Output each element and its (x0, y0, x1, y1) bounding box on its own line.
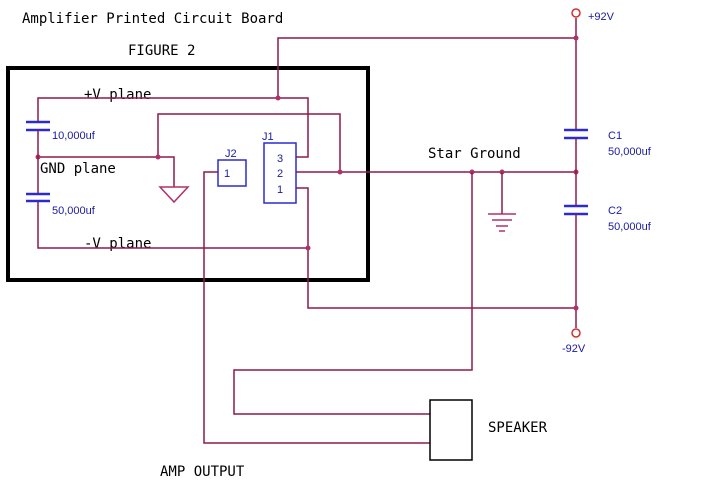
amp-output-wire (203, 171, 430, 444)
board-capacitor-bottom (26, 157, 50, 203)
figure-label: FIGURE 2 (128, 43, 195, 59)
board-ground-icon (158, 186, 190, 204)
j1-ref: J1 (262, 131, 274, 143)
j2-ref: J2 (225, 148, 237, 160)
j1-connector (263, 142, 297, 204)
j1-pin-1: 1 (277, 184, 283, 196)
star-ground-icon (488, 172, 516, 232)
j1-pin-3: 3 (277, 153, 283, 165)
c2-value: 50,000uf (608, 221, 652, 233)
speaker-label: SPEAKER (488, 420, 548, 436)
neg-supply-label: -92V (562, 343, 586, 355)
board-capacitor-top (26, 117, 50, 157)
amp-output-label: AMP OUTPUT (160, 464, 245, 480)
neg-plane-wires (37, 187, 576, 309)
c1-value: 50,000uf (608, 146, 652, 158)
neg-plane-label: -V plane (84, 236, 151, 252)
pos-plane-label: +V plane (84, 87, 151, 103)
neg-supply-terminal-icon (571, 328, 581, 338)
supply-rail (564, 18, 588, 328)
j2-connector (217, 159, 247, 187)
gnd-plane-label: GND plane (40, 161, 116, 177)
pos-supply-terminal-icon (571, 8, 581, 18)
speaker-box (429, 399, 473, 461)
speaker-return-wire (233, 172, 473, 415)
star-ground-label: Star Ground (428, 146, 521, 162)
board-cap-bottom-value: 50,000uf (52, 205, 96, 217)
c2-ref: C2 (608, 205, 622, 217)
pos-supply-label: +92V (588, 11, 615, 23)
j2-pin-1: 1 (224, 168, 230, 180)
diagram-title: Amplifier Printed Circuit Board (22, 11, 283, 27)
board-cap-top-value: 10,000uf (52, 130, 96, 142)
pcb-outline (6, 66, 370, 282)
pos-plane-wires (37, 37, 576, 158)
c1-ref: C1 (608, 130, 622, 142)
j1-pin-2: 2 (277, 168, 283, 180)
